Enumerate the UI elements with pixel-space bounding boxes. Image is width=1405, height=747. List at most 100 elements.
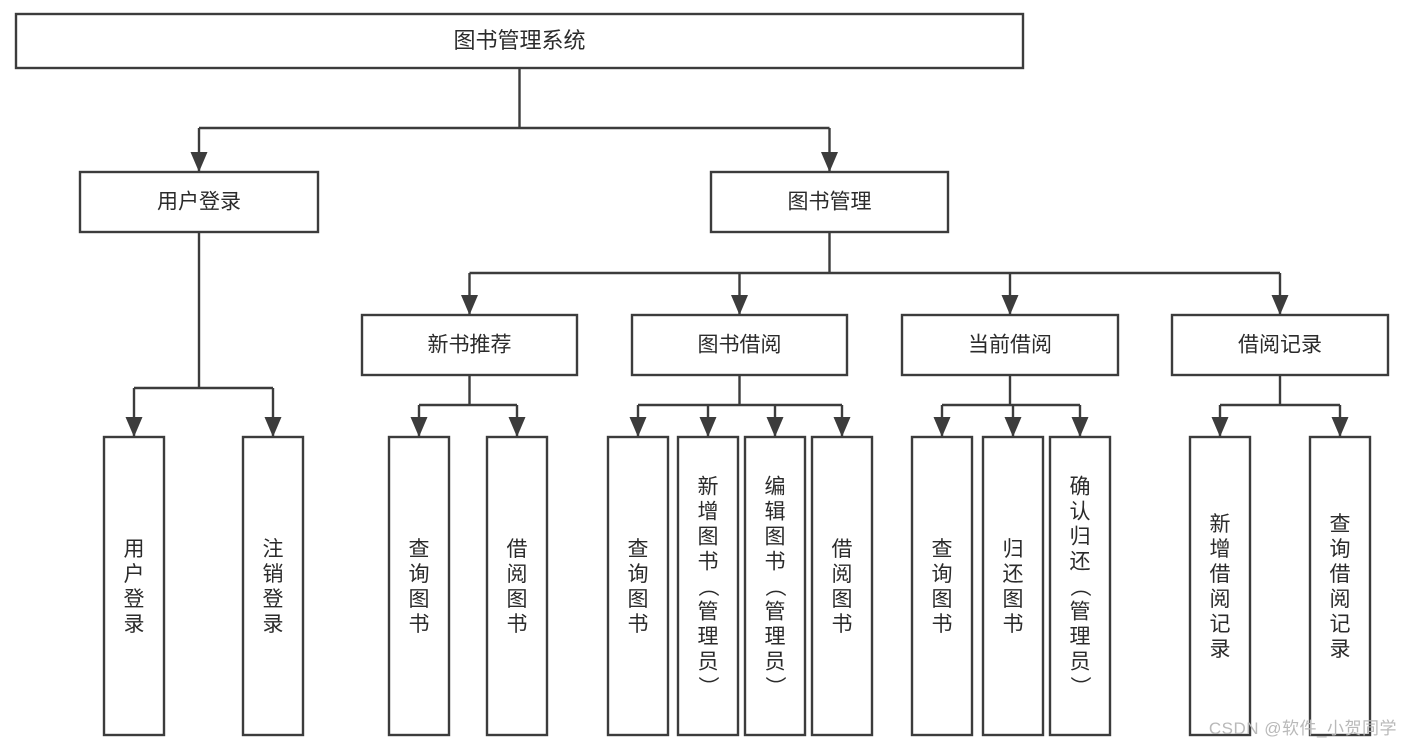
node-root-system-rect[interactable] (14, 12, 1025, 70)
svg-text:书: 书 (409, 613, 430, 636)
node-layer: 图书管理系统用户登录图书管理新书推荐图书借阅当前借阅借阅记录用户登录注销登录查询… (14, 12, 1390, 737)
borrow-record-to-leaves-arrow-0 (1211, 417, 1229, 437)
node-leaf-query-book-cur-rect[interactable] (910, 435, 974, 737)
svg-text:阅: 阅 (507, 563, 528, 586)
node-leaf-query-book-rec-rect[interactable] (387, 435, 451, 737)
svg-text:图: 图 (1003, 588, 1024, 611)
node-book-manage-rect[interactable] (709, 170, 950, 234)
svg-text:图: 图 (507, 588, 528, 611)
svg-text:图: 图 (932, 588, 953, 611)
svg-text:书: 书 (932, 613, 953, 636)
svg-text:编: 编 (765, 476, 786, 499)
node-book-manage[interactable]: 图书管理 (709, 170, 950, 234)
node-leaf-query-record-rect[interactable] (1308, 435, 1372, 737)
node-root-system-label: 图书管理系统 (453, 28, 585, 53)
svg-text:阅: 阅 (832, 563, 853, 586)
svg-text:（: （ (696, 576, 719, 597)
svg-text:注: 注 (263, 538, 284, 561)
node-book-borrow-label: 图书借阅 (698, 334, 782, 357)
node-leaf-edit-book-rect[interactable] (743, 435, 807, 737)
user-login-to-leaves-arrow-0 (125, 417, 143, 437)
svg-text:查: 查 (628, 538, 649, 561)
svg-text:查: 查 (409, 538, 430, 561)
node-leaf-borrow-book-bor-rect[interactable] (810, 435, 874, 737)
node-leaf-user-login-label: 用户登录 (124, 538, 145, 636)
node-borrow-record-rect[interactable] (1170, 313, 1390, 377)
node-leaf-borrow-book-rec-rect[interactable] (485, 435, 549, 737)
svg-text:）: ） (763, 676, 786, 697)
node-current-borrow-label: 当前借阅 (968, 334, 1052, 357)
svg-text:管: 管 (698, 601, 719, 624)
new-book-recommend-to-leaves-arrow-1 (508, 417, 526, 437)
root-to-level2-arrow-1 (821, 152, 838, 172)
node-leaf-query-book-bor-rect[interactable] (606, 435, 670, 737)
svg-text:询: 询 (409, 563, 430, 586)
current-borrow-to-leaves-arrow-1 (1004, 417, 1022, 437)
svg-text:增: 增 (698, 501, 719, 524)
svg-text:记: 记 (1330, 613, 1351, 636)
node-current-borrow[interactable]: 当前借阅 (900, 313, 1120, 377)
svg-text:理: 理 (765, 626, 786, 649)
svg-text:用: 用 (124, 538, 145, 561)
svg-text:借: 借 (1330, 563, 1351, 586)
user-login-to-leaves-arrow-1 (264, 417, 282, 437)
node-leaf-return-book-rect[interactable] (981, 435, 1045, 737)
borrow-record-to-leaves-arrow-1 (1331, 417, 1349, 437)
node-borrow-record[interactable]: 借阅记录 (1170, 313, 1390, 377)
svg-text:新: 新 (698, 476, 719, 499)
node-user-login-rect[interactable] (78, 170, 320, 234)
svg-text:新: 新 (1210, 513, 1231, 536)
node-leaf-user-login-rect[interactable] (102, 435, 166, 737)
svg-text:管: 管 (1070, 601, 1091, 624)
svg-text:查: 查 (932, 538, 953, 561)
node-book-manage-label: 图书管理 (788, 191, 872, 214)
node-user-login-label: 用户登录 (157, 191, 241, 214)
svg-text:阅: 阅 (1210, 588, 1231, 611)
connector-layer (125, 68, 1349, 437)
svg-text:图: 图 (765, 526, 786, 549)
node-borrow-record-label: 借阅记录 (1238, 334, 1322, 357)
svg-text:辑: 辑 (765, 501, 786, 524)
node-book-borrow[interactable]: 图书借阅 (630, 313, 849, 377)
svg-text:书: 书 (628, 613, 649, 636)
node-book-borrow-rect[interactable] (630, 313, 849, 377)
svg-text:录: 录 (263, 613, 284, 636)
node-new-book-recommend-rect[interactable] (360, 313, 579, 377)
node-current-borrow-rect[interactable] (900, 313, 1120, 377)
svg-text:借: 借 (507, 538, 528, 561)
svg-text:员: 员 (1070, 651, 1091, 674)
svg-text:（: （ (1068, 576, 1091, 597)
node-leaf-add-book-rect[interactable] (676, 435, 740, 737)
current-borrow-to-leaves-arrow-0 (933, 417, 951, 437)
node-root-system[interactable]: 图书管理系统 (14, 12, 1025, 70)
node-new-book-recommend[interactable]: 新书推荐 (360, 313, 579, 377)
node-leaf-user-login[interactable]: 用户登录 (102, 435, 166, 737)
node-leaf-confirm-return-rect[interactable] (1048, 435, 1112, 737)
node-user-login[interactable]: 用户登录 (78, 170, 320, 234)
node-leaf-add-record-rect[interactable] (1188, 435, 1252, 737)
node-leaf-logout-login-rect[interactable] (241, 435, 305, 737)
svg-text:图: 图 (409, 588, 430, 611)
book-borrow-to-leaves-arrow-0 (629, 417, 647, 437)
bookmanage-to-level3-arrow-3 (1271, 295, 1289, 315)
bookmanage-to-level3-arrow-0 (461, 295, 478, 315)
svg-text:）: ） (1068, 676, 1091, 697)
